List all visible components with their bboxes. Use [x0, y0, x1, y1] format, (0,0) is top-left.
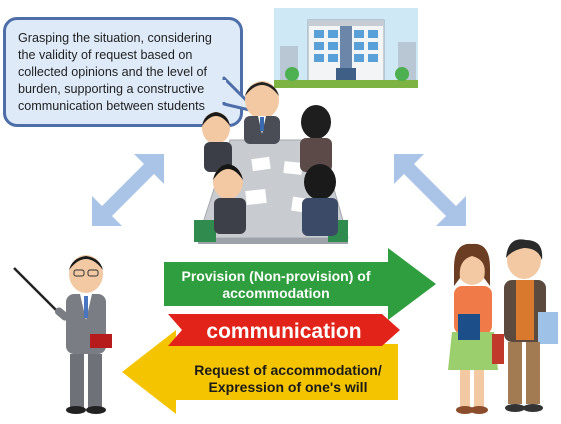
- blue-double-arrow-left: [92, 154, 164, 226]
- provision-label-line1: Provision (Non-provision) of: [182, 268, 371, 284]
- request-label-line1: Request of accommodation/: [194, 362, 382, 378]
- communication-band: communication: [168, 314, 400, 346]
- communication-label: communication: [206, 320, 361, 343]
- blue-double-arrow-right: [394, 154, 466, 226]
- provision-label-line2: accommodation: [222, 285, 329, 301]
- office-building-icon: [274, 8, 418, 88]
- teacher-icon: [13, 255, 112, 414]
- meeting-table-icon: [194, 81, 349, 244]
- support-description-bubble: Grasping the situation, considering the …: [3, 17, 243, 127]
- request-arrow: Request of accommodation/ Expression of …: [122, 330, 398, 414]
- request-label-line2: Expression of one's will: [209, 379, 368, 395]
- students-icon: [448, 239, 558, 414]
- provision-arrow: Provision (Non-provision) of accommodati…: [164, 248, 436, 320]
- bubble-text: Grasping the situation, considering the …: [18, 31, 212, 113]
